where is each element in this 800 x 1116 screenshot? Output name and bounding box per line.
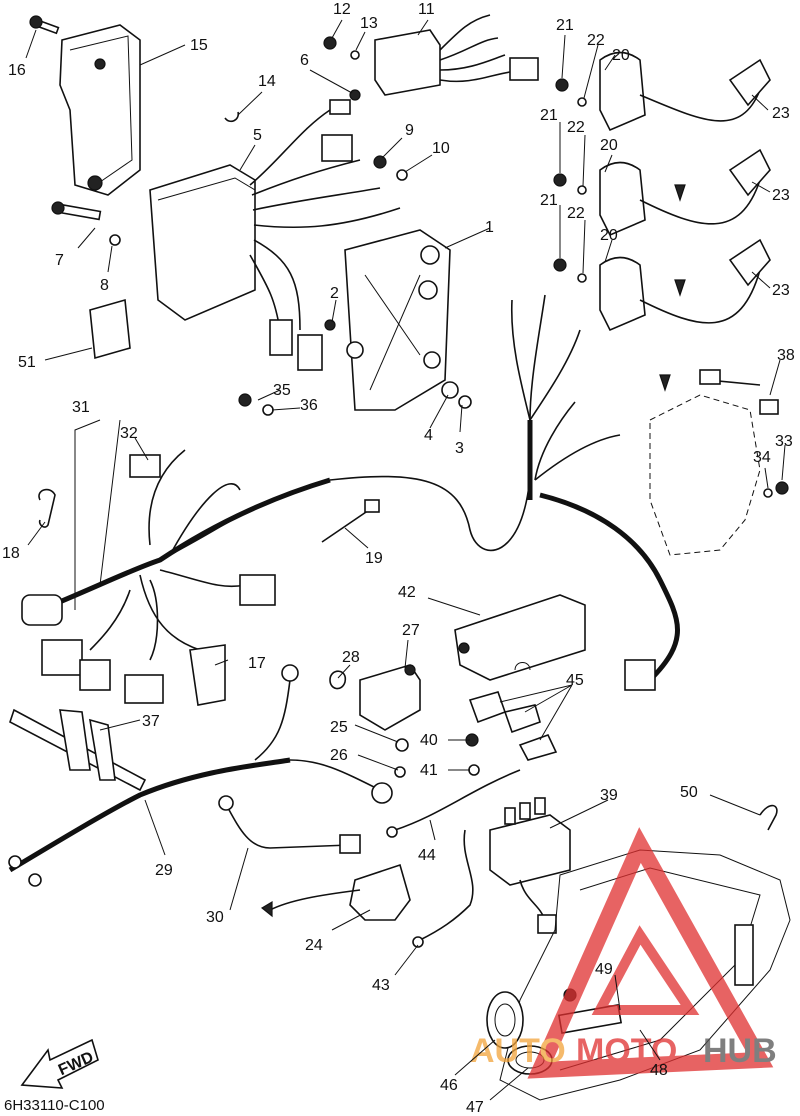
watermark-auto: AUTO	[470, 1032, 566, 1070]
part-clip-50	[759, 804, 778, 831]
part-cover-42	[454, 594, 586, 681]
callout-26: 26	[330, 747, 348, 764]
callout-13: 13	[360, 15, 378, 32]
callout-21b: 21	[540, 107, 558, 124]
callout-5: 5	[253, 127, 262, 144]
callout-14: 14	[258, 73, 276, 90]
part-cdi-unit-5	[149, 99, 401, 371]
callout-22b: 22	[567, 119, 585, 136]
callout-9: 9	[405, 122, 414, 139]
callout-45: 45	[566, 672, 584, 689]
callout-4: 4	[424, 427, 433, 444]
callout-37: 37	[142, 713, 160, 730]
callout-50: 50	[680, 784, 698, 801]
part-cover-27	[359, 664, 421, 731]
callout-12: 12	[333, 1, 351, 18]
callout-32: 32	[120, 425, 138, 442]
part-lead-43	[412, 829, 474, 948]
part-relay-24	[260, 863, 411, 921]
callout-17: 17	[248, 655, 266, 672]
part-clamp-37	[9, 708, 147, 792]
leader-lines	[25, 19, 786, 1101]
diagram-code: 6H33110-C100	[4, 1097, 105, 1114]
part-rectifier-11	[374, 14, 539, 96]
part-battery-cable-30	[218, 795, 361, 854]
callout-38: 38	[777, 347, 795, 364]
callout-27: 27	[402, 622, 420, 639]
part-fuse-caps-45	[468, 691, 558, 761]
callout-6: 6	[300, 52, 309, 69]
callout-15: 15	[190, 37, 208, 54]
callout-31: 31	[72, 399, 90, 416]
callout-47: 47	[466, 1099, 484, 1116]
callout-20b: 20	[600, 137, 618, 154]
watermark-moto: MOTO	[576, 1032, 677, 1070]
callout-21a: 21	[556, 17, 574, 34]
part-grommet-46	[486, 991, 524, 1049]
callout-8: 8	[100, 277, 109, 294]
callout-48: 48	[650, 1062, 668, 1079]
callout-40: 40	[420, 732, 438, 749]
callout-23a: 23	[772, 105, 790, 122]
callout-43: 43	[372, 977, 390, 994]
callout-1: 1	[485, 219, 494, 236]
callout-46: 46	[440, 1077, 458, 1094]
callout-28: 28	[342, 649, 360, 666]
callout-10: 10	[432, 140, 450, 157]
watermark-logo: AUTO MOTO HUB	[470, 827, 777, 1079]
part-cable-tie-19	[321, 499, 380, 543]
callout-7: 7	[55, 252, 64, 269]
callout-2: 2	[330, 285, 339, 302]
callout-35: 35	[273, 382, 291, 399]
callout-23b: 23	[772, 187, 790, 204]
callout-51: 51	[18, 354, 36, 371]
watermark-hub: HUB	[703, 1032, 777, 1070]
part-lower-cowling	[499, 849, 791, 1101]
callout-18: 18	[2, 545, 20, 562]
part-wire-harness-31	[21, 294, 680, 704]
callout-21c: 21	[540, 192, 558, 209]
fwd-arrow: FWD	[20, 1038, 99, 1089]
callout-33: 33	[775, 433, 793, 450]
part-bracket-1	[344, 229, 451, 411]
callout-23c: 23	[772, 282, 790, 299]
callout-44: 44	[418, 847, 436, 864]
part-lead-44	[386, 769, 521, 838]
part-hardware	[51, 36, 472, 416]
callout-41: 41	[420, 762, 438, 779]
callout-19: 19	[365, 550, 383, 567]
callout-42: 42	[398, 584, 416, 601]
callout-29: 29	[155, 862, 173, 879]
part-bolt-16	[29, 15, 60, 35]
part-relay-block-39	[489, 797, 571, 934]
callout-22a: 22	[587, 32, 605, 49]
callout-11: 11	[418, 1, 435, 18]
part-clip-18	[38, 488, 56, 528]
callout-34: 34	[753, 449, 771, 466]
callout-30: 30	[206, 909, 224, 926]
part-cover-15	[59, 24, 141, 196]
part-label-51	[89, 298, 131, 360]
callout-20a: 20	[612, 47, 630, 64]
callout-22c: 22	[567, 205, 585, 222]
callout-24: 24	[305, 937, 323, 954]
callout-25: 25	[330, 719, 348, 736]
callout-36: 36	[300, 397, 318, 414]
callout-16: 16	[8, 62, 26, 79]
callout-20c: 20	[600, 227, 618, 244]
part-screws	[329, 670, 480, 778]
part-battery-cable-29	[8, 664, 393, 887]
part-holder-17	[189, 644, 226, 706]
part-ignition-coils	[553, 51, 771, 392]
callout-39: 39	[600, 787, 618, 804]
part-engine-outline	[649, 369, 789, 556]
callout-49: 49	[595, 961, 613, 978]
callout-3: 3	[455, 440, 464, 457]
